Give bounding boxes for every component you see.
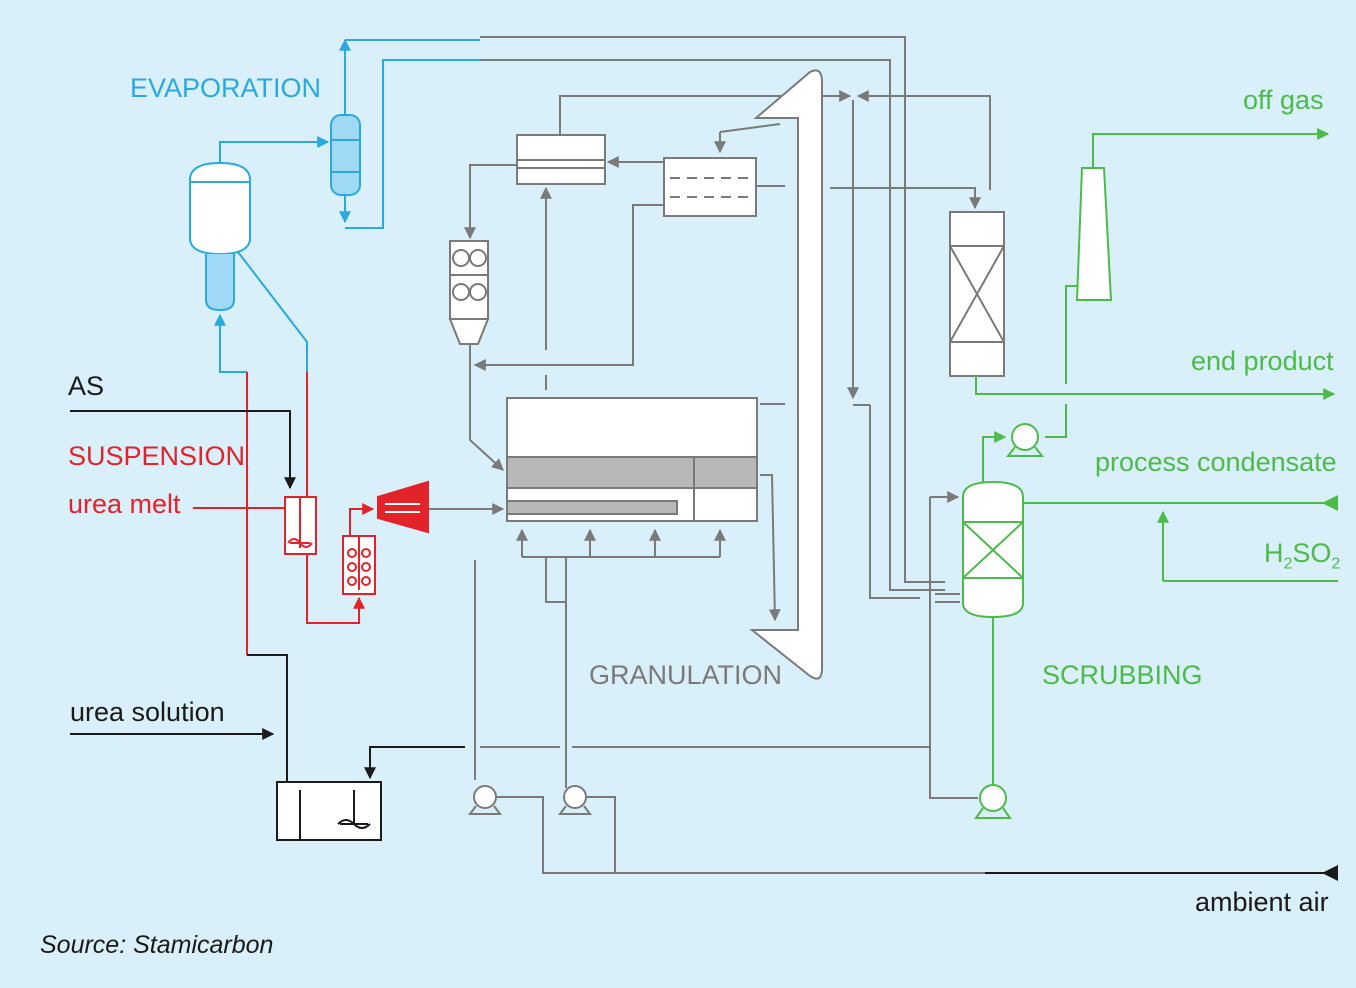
gray-arrow-to-duct <box>760 474 781 622</box>
source-caption: Source: Stamicarbon <box>40 931 274 959</box>
green-equipment <box>962 167 1113 819</box>
label-urea-solution: urea solution <box>70 697 225 727</box>
black-feed-lines <box>70 410 1337 874</box>
gray-arrow-damper-2 <box>856 90 991 190</box>
black-arrow-to-tank <box>364 746 465 780</box>
label-granulation: GRANULATION <box>589 660 783 690</box>
gray-line-to-scrubber <box>869 405 920 599</box>
gray-scrubber-loop <box>929 497 978 799</box>
gray-pump1-out <box>497 796 985 874</box>
packed-column-icon <box>949 211 1005 377</box>
blue-equipment <box>189 114 361 312</box>
gray-top-line-1 <box>480 36 945 583</box>
pump-icon <box>1005 423 1045 457</box>
label-off-gas: off gas <box>1243 85 1324 115</box>
gray-top-line-2 <box>480 59 945 591</box>
pump-icon <box>468 785 502 815</box>
condensate-inlet-arrow <box>1322 495 1338 511</box>
gray-arrow-to-granulator <box>469 345 504 471</box>
pump-icon <box>974 784 1012 819</box>
label-as: AS <box>68 371 105 401</box>
stack-icon <box>1075 167 1113 301</box>
label-suspension: SUSPENSION <box>68 441 246 471</box>
cyclone-duct-icon <box>749 69 823 680</box>
label-h2so4: H2SO2 <box>1264 538 1341 573</box>
red-suspension <box>193 372 375 655</box>
label-scrubbing: SCRUBBING <box>1042 660 1203 690</box>
pump-icon <box>558 785 592 815</box>
granulator-icon <box>506 397 758 522</box>
gray-process-lines <box>364 36 991 874</box>
separator-icon <box>330 114 361 196</box>
evaporator-icon <box>189 161 251 256</box>
label-ambient-air: ambient air <box>1195 887 1329 917</box>
fan-icon <box>377 480 429 534</box>
crusher-icon <box>448 240 490 345</box>
gray-arrow-to-column <box>830 187 981 210</box>
gray-arrow-to-crusher <box>464 164 517 240</box>
label-urea-melt: urea melt <box>68 489 181 519</box>
red-equipment <box>284 480 429 595</box>
mixer-icon <box>342 535 376 595</box>
cooler-icon <box>663 157 757 217</box>
green-scrubbing <box>975 128 1338 784</box>
label-evaporation: EVAPORATION <box>130 73 322 103</box>
gray-arrow-recycle <box>473 204 663 371</box>
gray-equipment <box>448 69 1005 815</box>
blue-evaporation <box>214 38 480 373</box>
scrubber-icon <box>962 480 1024 619</box>
label-process-condensate: process condensate <box>1095 447 1337 477</box>
tank-icon <box>276 781 382 841</box>
label-end-product: end product <box>1191 346 1334 376</box>
gray-line-exchanger-top <box>559 95 780 135</box>
ambient-air-inlet-arrow <box>1322 865 1338 881</box>
gray-pump2-out <box>587 796 616 873</box>
mixer-icon <box>284 496 317 555</box>
gray-scrubber-inlets <box>935 593 960 603</box>
gray-line-duct <box>719 123 781 133</box>
gray-air-loop <box>545 557 567 603</box>
